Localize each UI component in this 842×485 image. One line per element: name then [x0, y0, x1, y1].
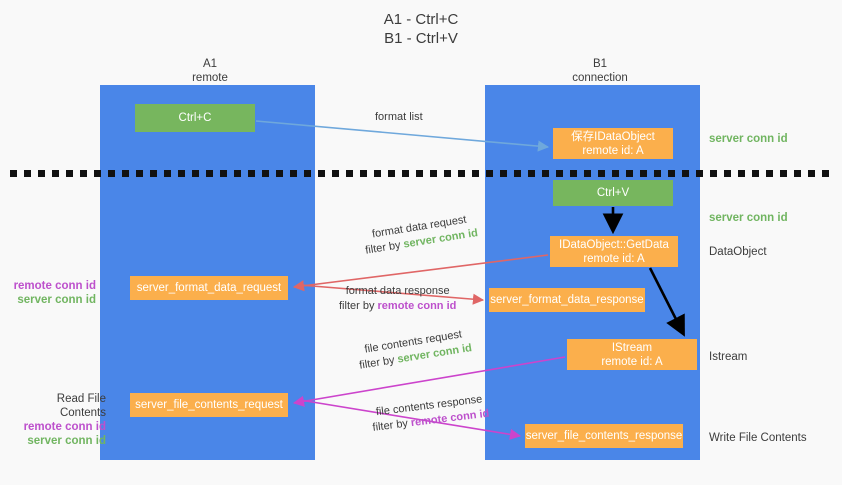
- node-server-file-contents-response-label: server_file_contents_response: [525, 430, 683, 442]
- column-a1-sub: remote: [192, 72, 228, 84]
- node-idataobject-getdata[interactable]: IDataObject::GetData remote id: A: [550, 236, 678, 267]
- node-getdata-line2: remote id: A: [583, 252, 645, 265]
- edge-label-format-list: format list: [375, 110, 423, 125]
- title-line-1: A1 - Ctrl+C: [383, 11, 459, 28]
- annotation-server-conn-id: server conn id: [17, 294, 96, 306]
- annotation-read-file-contents: Read File Contents: [56, 393, 106, 419]
- annotation-server-conn-id-top: server conn id: [709, 133, 788, 145]
- annotation-dataobject: DataObject: [709, 246, 767, 258]
- edge-label-format-data-response-text: format data response: [345, 285, 450, 297]
- filter-prefix: filter by: [371, 417, 412, 434]
- node-server-file-contents-request-label: server_file_contents_request: [135, 399, 283, 411]
- node-ctrl-v-label: Ctrl+V: [596, 187, 630, 199]
- node-server-file-contents-request[interactable]: server_file_contents_request: [130, 393, 288, 417]
- node-ctrl-c[interactable]: Ctrl+C: [135, 104, 255, 132]
- node-save-idataobject-line1: 保存IDataObject: [571, 130, 655, 143]
- column-header-b1: B1 connection: [520, 57, 680, 85]
- column-a1-name: A1: [202, 58, 218, 70]
- node-istream-line2: remote id: A: [601, 355, 663, 368]
- column-b1-name: B1: [592, 58, 608, 70]
- dashed-divider: [10, 170, 832, 177]
- node-server-format-data-request-label: server_format_data_request: [136, 282, 282, 294]
- annotation-conn-ids-format: remote conn id server conn id: [8, 279, 96, 307]
- node-save-idataobject-line2: remote id: A: [582, 144, 644, 157]
- node-server-format-data-response[interactable]: server_format_data_response: [489, 288, 645, 312]
- annotation-istream: Istream: [709, 351, 748, 363]
- filter-prefix: filter by: [339, 300, 378, 312]
- node-save-idataobject[interactable]: 保存IDataObject remote id: A: [553, 128, 673, 159]
- annotation-server-conn-id-mid: server conn id: [709, 212, 788, 224]
- edge-label-file-contents-response: file contents response filter by remote …: [370, 392, 490, 436]
- annotation-server-conn-id: server conn id: [27, 435, 106, 447]
- edge-label-format-data-response: format data response filter by remote co…: [339, 284, 456, 314]
- column-header-a1: A1 remote: [130, 57, 290, 85]
- filter-value-remote-conn-id: remote conn id: [377, 300, 457, 312]
- node-server-file-contents-response[interactable]: server_file_contents_response: [525, 424, 683, 448]
- node-istream[interactable]: IStream remote id: A: [567, 339, 697, 370]
- edge-label-format-data-response-filter: filter by remote conn id: [339, 299, 456, 314]
- annotation-remote-conn-id: remote conn id: [23, 421, 106, 433]
- edge-label-format-list-text: format list: [375, 111, 423, 123]
- edge-label-file-contents-request: file contents request filter by server c…: [356, 326, 473, 373]
- annotation-read-file-contents-group: Read File Contents remote conn id server…: [8, 392, 106, 448]
- node-istream-line1: IStream: [611, 341, 653, 354]
- edge-label-format-data-request: format data request filter by server con…: [362, 211, 479, 258]
- annotation-remote-conn-id: remote conn id: [13, 280, 96, 292]
- node-getdata-line1: IDataObject::GetData: [559, 238, 669, 251]
- annotation-write-file-contents: Write File Contents: [709, 432, 807, 444]
- title-line-2: B1 - Ctrl+V: [384, 30, 458, 47]
- node-ctrl-v[interactable]: Ctrl+V: [553, 180, 673, 206]
- column-b1-sub: connection: [572, 72, 628, 84]
- node-ctrl-c-label: Ctrl+C: [178, 112, 212, 124]
- node-server-format-data-request[interactable]: server_format_data_request: [130, 276, 288, 300]
- page-title: A1 - Ctrl+C B1 - Ctrl+V: [0, 10, 842, 48]
- node-server-format-data-response-label: server_format_data_response: [490, 294, 644, 306]
